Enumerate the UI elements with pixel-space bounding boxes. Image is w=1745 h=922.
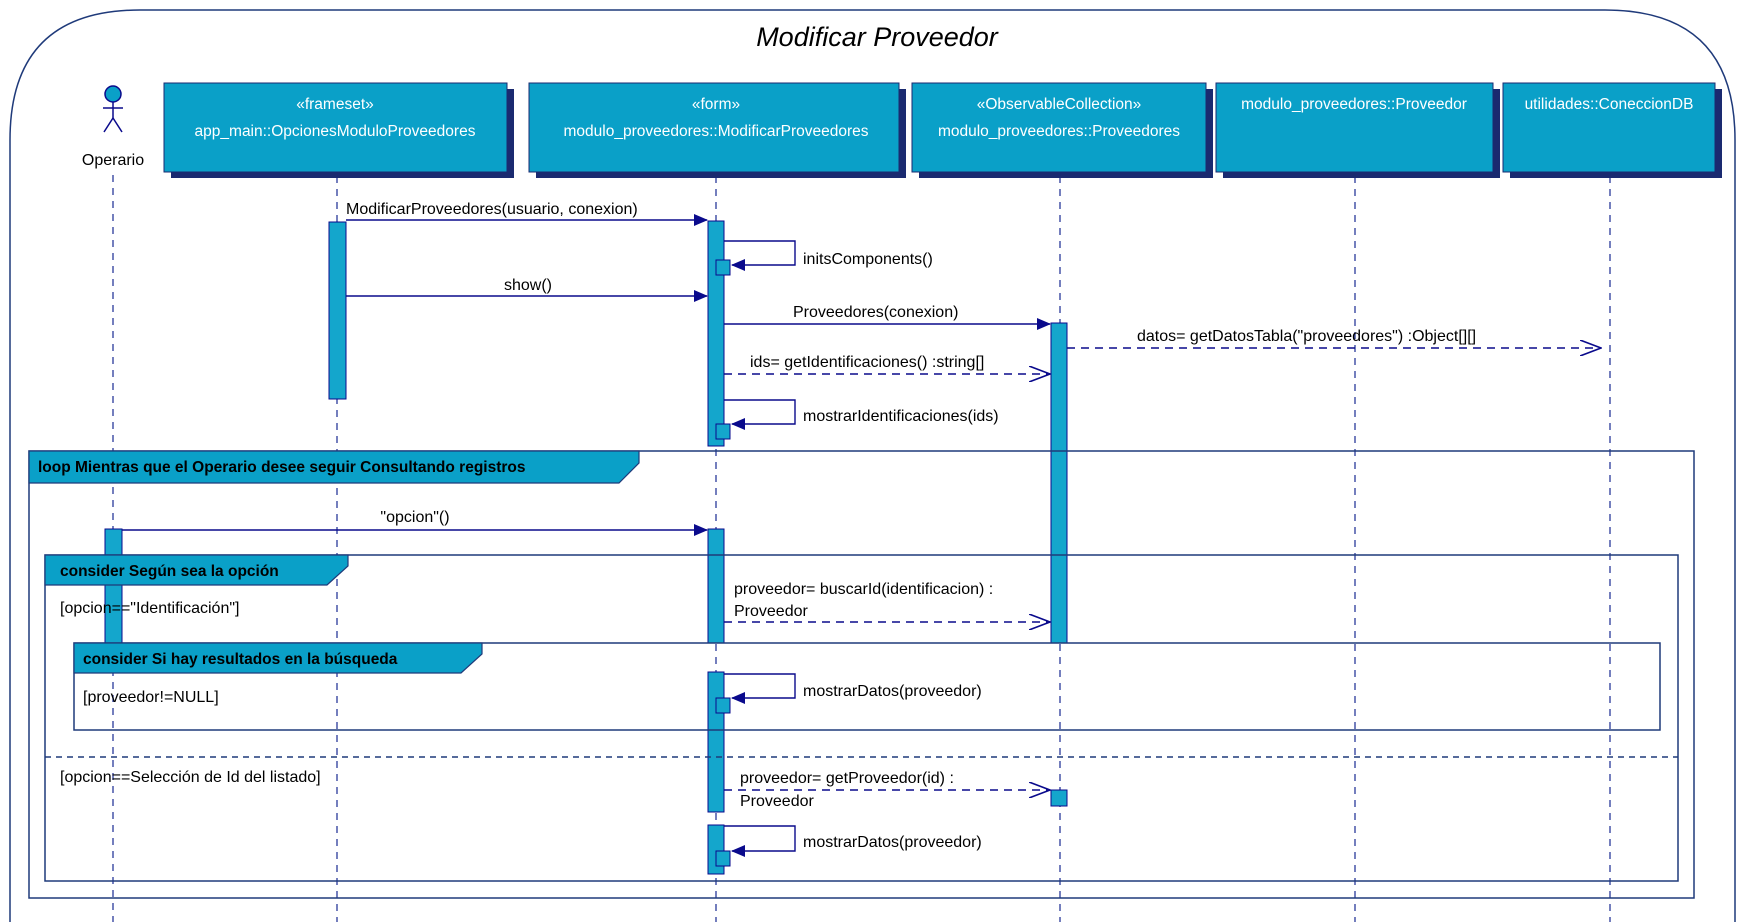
stereotype-label: «form» — [692, 96, 740, 113]
activation-bar — [715, 259, 731, 276]
fragment-label-tab — [44, 554, 349, 586]
lifeline-label: modulo_proveedores::Proveedores — [938, 123, 1180, 140]
activation-bar — [707, 671, 725, 813]
activation-bar — [707, 824, 725, 875]
activation-bar — [707, 220, 725, 447]
message-label: Proveedores(conexion) — [793, 304, 958, 321]
message-label: ids= getIdentificaciones() :string[] — [750, 354, 984, 371]
message-label: datos= getDatosTabla("proveedores") :Obj… — [1137, 328, 1476, 345]
fragment-label-tab — [28, 450, 640, 484]
message-label: proveedor= getProveedor(id) : — [740, 770, 954, 787]
self-message-arrow — [724, 399, 796, 430]
guard-label: [opcion=="Identificación"] — [60, 600, 239, 617]
stereotype-label: «ObservableCollection» — [977, 96, 1142, 113]
guard-label: [proveedor!=NULL] — [83, 689, 219, 706]
fragment-label: consider Si hay resultados en la búsqued… — [83, 651, 398, 668]
lifeline-box-conecciondb: utilidades::ConeccionDB — [1502, 82, 1722, 178]
message-label: ModificarProveedores(usuario, conexion) — [346, 201, 638, 218]
fragment-label: loop Mientras que el Operario desee segu… — [38, 459, 526, 476]
activation-bar — [715, 850, 731, 867]
lifeline-box-proveedores: «ObservableCollection» modulo_proveedore… — [911, 82, 1213, 178]
diagram-title: Modificar Proveedor — [756, 22, 999, 52]
self-message-arrow — [724, 240, 796, 271]
activation-bar — [715, 423, 731, 440]
self-message-arrow — [724, 825, 796, 857]
activation-bar — [1050, 789, 1068, 807]
lifeline-box-opciones: «frameset» app_main::OpcionesModuloProve… — [163, 82, 514, 178]
activation-bar — [104, 528, 123, 645]
message-label: Proveedor — [734, 603, 808, 620]
lifeline-label: utilidades::ConeccionDB — [1525, 96, 1694, 113]
consider-fragment-outer — [44, 554, 1679, 882]
message-label: "opcion"() — [380, 509, 449, 526]
consider-fragment-inner — [73, 642, 1661, 731]
diagram-frame — [9, 9, 1736, 922]
actor-label: Operario — [82, 152, 144, 169]
activation-bar — [328, 221, 347, 400]
fragment-label-tab — [73, 642, 483, 674]
activation-bar — [715, 697, 731, 714]
lifeline-label: modulo_proveedores::Proveedor — [1241, 96, 1467, 113]
guard-label: [opcion==Selección de Id del listado] — [60, 769, 321, 786]
message-label: show() — [504, 277, 552, 294]
loop-fragment — [28, 450, 1695, 899]
message-label: mostrarDatos(proveedor) — [803, 683, 982, 700]
message-label: mostrarDatos(proveedor) — [803, 834, 982, 851]
message-label: proveedor= buscarId(identificacion) : — [734, 581, 993, 598]
activation-bar — [1050, 322, 1068, 644]
stereotype-label: «frameset» — [296, 96, 374, 113]
message-label: mostrarIdentificaciones(ids) — [803, 408, 999, 425]
lifeline-label: modulo_proveedores::ModificarProveedores — [564, 123, 869, 140]
message-label: Proveedor — [740, 793, 814, 810]
lifeline-label: app_main::OpcionesModuloProveedores — [195, 123, 476, 140]
self-message-arrow — [724, 673, 796, 704]
actor-icon — [103, 85, 123, 133]
activation-bar — [707, 528, 725, 644]
lifeline-box-proveedor: modulo_proveedores::Proveedor — [1215, 82, 1500, 178]
message-label: initsComponents() — [803, 251, 933, 268]
lifeline-box-modificar: «form» modulo_proveedores::ModificarProv… — [528, 82, 906, 178]
fragment-label: consider Según sea la opción — [60, 563, 279, 580]
